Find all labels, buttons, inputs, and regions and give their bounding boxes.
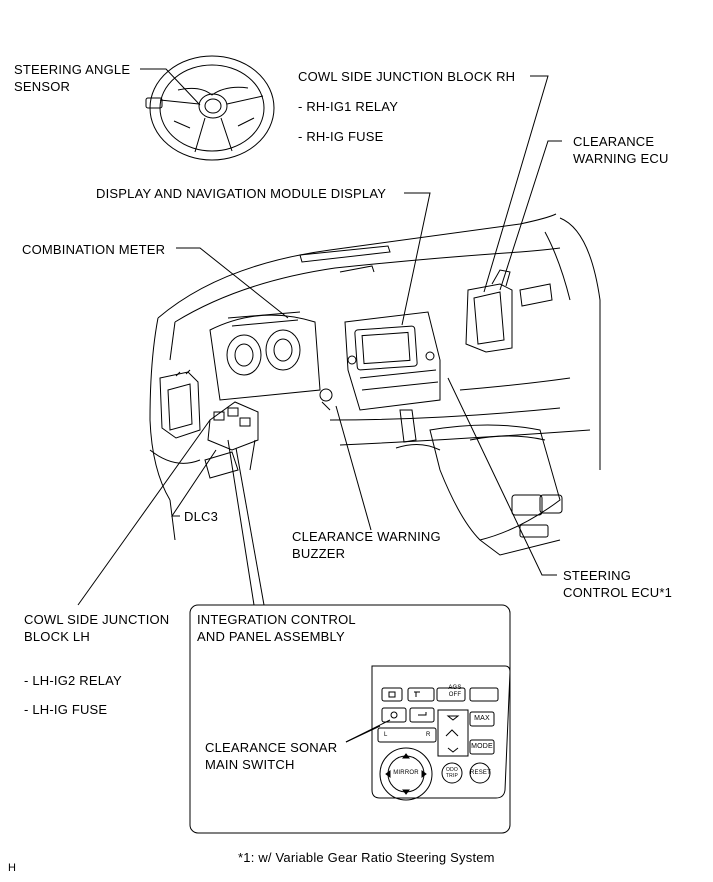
key-trip-label: TRIP (445, 773, 459, 779)
label-cowl-rh: COWL SIDE JUNCTION BLOCK RH (298, 69, 516, 84)
label-clearance-sonar-switch-line2: MAIN SWITCH (205, 757, 295, 772)
label-steering-control-ecu: STEERING CONTROL ECU*1 (563, 567, 672, 601)
label-clearance-warning-buzzer-line1: CLEARANCE WARNING (292, 529, 441, 544)
key-odo-label: ODO (446, 767, 458, 773)
label-steering-angle-sensor: STEERING ANGLE SENSOR (14, 61, 130, 95)
label-integration-panel: INTEGRATION CONTROL AND PANEL ASSEMBLY (197, 611, 356, 645)
footnote: *1: w/ Variable Gear Ratio Steering Syst… (238, 850, 495, 865)
label-clearance-sonar-switch-line1: CLEARANCE SONAR (205, 740, 338, 755)
integration-panel-callout-box (189, 604, 511, 834)
key-ags-label: AGS (448, 685, 462, 691)
label-rh-ig1-relay: - RH-IG1 RELAY (298, 99, 399, 114)
key-mirror: MIRROR (393, 770, 419, 776)
label-steering-angle-sensor-line2: SENSOR (14, 79, 71, 94)
label-integration-panel-line2: AND PANEL ASSEMBLY (197, 629, 345, 644)
label-clearance-warning-buzzer: CLEARANCE WARNING BUZZER (292, 528, 441, 562)
label-rh-ig-fuse: - RH-IG FUSE (298, 129, 384, 144)
dashboard-illustration (149, 213, 601, 556)
corner-code: H (8, 862, 17, 874)
label-dlc3: DLC3 (184, 509, 219, 524)
label-clearance-warning-ecu-line2: WARNING ECU (573, 151, 669, 166)
label-cowl-lh-line2: BLOCK LH (24, 629, 90, 644)
key-r: R (426, 732, 431, 738)
key-l: L (384, 732, 388, 738)
key-off-label: OFF (448, 692, 462, 698)
label-cowl-lh: COWL SIDE JUNCTION BLOCK LH (24, 611, 169, 645)
label-steering-control-ecu-line1: STEERING (563, 568, 632, 583)
integration-control-panel (371, 665, 511, 801)
label-integration-panel-line1: INTEGRATION CONTROL (197, 612, 356, 627)
sonar-switch-leader (345, 725, 381, 743)
label-cowl-lh-line1: COWL SIDE JUNCTION (24, 612, 170, 627)
label-clearance-sonar-switch: CLEARANCE SONAR MAIN SWITCH (205, 739, 337, 773)
key-reset: RESET (470, 770, 492, 776)
key-mode: MODE (471, 743, 493, 750)
label-lh-ig2-relay: - LH-IG2 RELAY (24, 673, 122, 688)
label-display-nav: DISPLAY AND NAVIGATION MODULE DISPLAY (96, 186, 387, 201)
key-max: MAX (474, 715, 490, 722)
label-clearance-warning-ecu-line1: CLEARANCE (573, 134, 655, 149)
label-clearance-warning-ecu: CLEARANCE WARNING ECU (573, 133, 669, 167)
label-steering-angle-sensor-line1: STEERING ANGLE (14, 62, 131, 77)
label-clearance-warning-buzzer-line2: BUZZER (292, 546, 346, 561)
label-steering-control-ecu-line2: CONTROL ECU*1 (563, 585, 673, 600)
leader-lines (77, 68, 562, 743)
label-lh-ig-fuse: - LH-IG FUSE (24, 702, 108, 717)
steering-wheel-illustration (145, 55, 275, 161)
label-combination-meter: COMBINATION METER (22, 242, 166, 257)
